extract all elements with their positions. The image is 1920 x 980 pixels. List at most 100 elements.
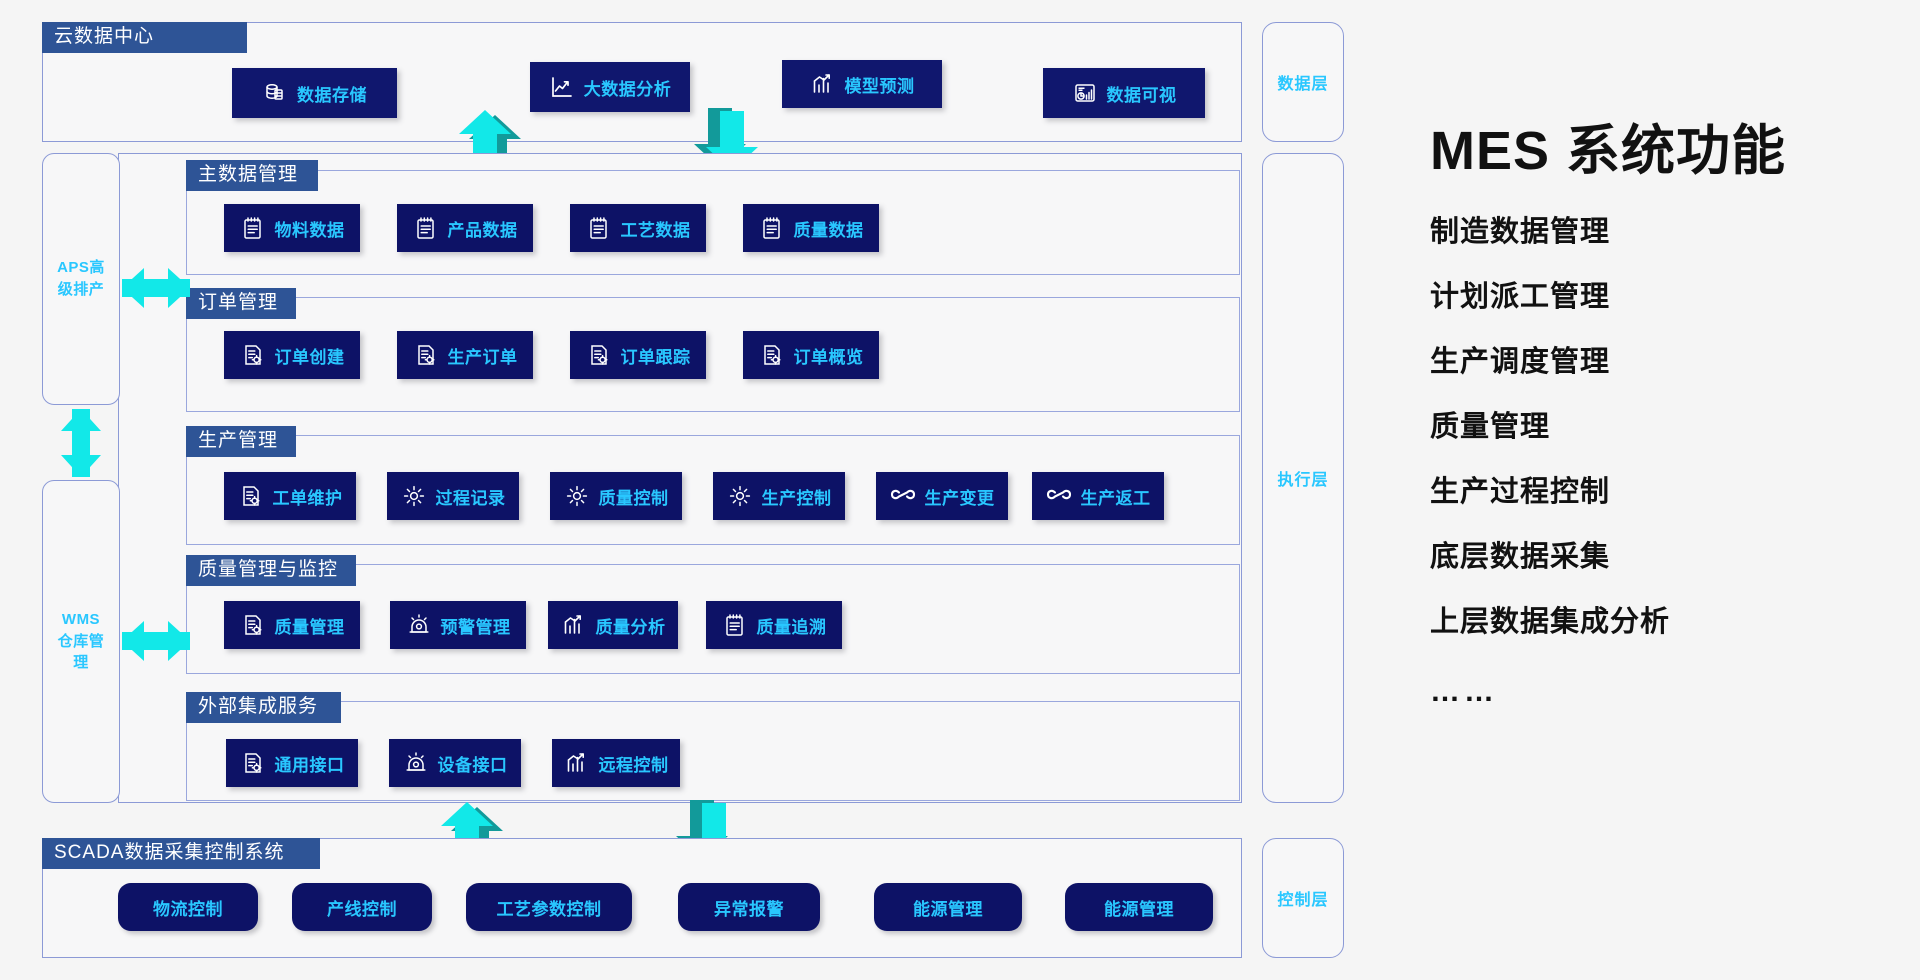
layer-label-execution: 执行层 [1262,153,1344,803]
chip-label: 工艺参数控制 [496,899,602,919]
feature-item: 计划派工管理 [1430,281,1611,314]
feature-item: 底层数据采集 [1430,541,1611,574]
chip-quality-control[interactable]: 质量控制 [550,472,682,520]
chip-label: 订单概览 [793,347,864,367]
side-module-label: APS高级排产 [57,259,105,298]
side-module-wms[interactable]: WMS仓库管理 [42,480,120,803]
chip-label: 生产订单 [447,347,518,367]
group-master-data [186,170,1240,275]
chip-remote-control[interactable]: 远程控制 [552,739,680,787]
group-title-external-integration: 外部集成服务 [186,692,341,723]
chip-label: 能源管理 [1104,899,1174,919]
dashboard-icon [1072,80,1098,106]
chip-label: 能源管理 [913,899,983,919]
chip-quality-management[interactable]: 质量管理 [224,601,360,649]
infinity-icon [1046,483,1072,509]
cloud-data-center-title: 云数据中心 [42,22,247,53]
chip-abnormal-alarm[interactable]: 异常报警 [678,883,820,931]
group-order-management [186,297,1240,412]
infinity-icon [890,483,916,509]
chip-label: 生产变更 [924,488,995,508]
feature-item: 制造数据管理 [1430,216,1611,249]
chip-model-prediction[interactable]: 模型预测 [782,60,942,108]
doc-gear-icon [586,342,612,368]
feature-list: 制造数据管理 计划派工管理 生产调度管理 质量管理 生产过程控制 底层数据采集 … [1430,218,1900,707]
scada-title: SCADA数据采集控制系统 [42,838,320,869]
chip-process-record[interactable]: 过程记录 [387,472,519,520]
chip-label: 质量数据 [793,220,864,240]
chip-label: 通用接口 [274,755,345,775]
chart-trend-icon [810,71,836,97]
feature-item: 生产调度管理 [1430,346,1611,379]
chip-process-data[interactable]: 工艺数据 [570,204,706,252]
gear-icon [727,483,753,509]
chip-big-data-analysis[interactable]: 大数据分析 [530,62,690,112]
arrow-up-cloud [455,108,525,175]
feature-item: 上层数据集成分析 [1430,606,1671,639]
alarm-icon [403,750,429,776]
feature-item-ellipsis: …… [1430,675,1498,709]
chip-production-order[interactable]: 生产订单 [397,331,533,379]
chip-quality-data[interactable]: 质量数据 [743,204,879,252]
feature-item: 生产过程控制 [1430,476,1611,509]
arrow-wms-to-mes [122,615,190,667]
feature-item: 质量管理 [1430,411,1551,444]
mes-feature-panel: MES 系统功能 制造数据管理 计划派工管理 生产调度管理 质量管理 生产过程控… [1430,120,1900,707]
layer-label-control: 控制层 [1262,838,1344,958]
chip-production-change[interactable]: 生产变更 [876,472,1008,520]
chip-label: 质量管理 [274,617,345,637]
doc-gear-icon [238,483,264,509]
chip-label: 数据可视 [1106,85,1177,105]
side-module-aps[interactable]: APS高级排产 [42,153,120,405]
chip-label: 模型预测 [844,76,915,96]
gear-icon [564,483,590,509]
database-icon [262,80,288,106]
group-title-production-management: 生产管理 [186,426,296,457]
arrow-aps-to-wms [54,409,108,477]
chip-label: 大数据分析 [583,79,672,99]
chip-material-data[interactable]: 物料数据 [224,204,360,252]
chip-order-overview[interactable]: 订单概览 [743,331,879,379]
chip-order-tracking[interactable]: 订单跟踪 [570,331,706,379]
chart-trend-icon [561,612,587,638]
chip-product-data[interactable]: 产品数据 [397,204,533,252]
clipboard-icon [240,215,266,241]
chip-label: 过程记录 [435,488,506,508]
chip-quality-analysis[interactable]: 质量分析 [548,601,678,649]
clipboard-icon [413,215,439,241]
chip-label: 远程控制 [598,755,669,775]
group-title-quality-monitoring: 质量管理与监控 [186,555,356,586]
chip-alarm-management[interactable]: 预警管理 [390,601,526,649]
chip-device-interface[interactable]: 设备接口 [389,739,521,787]
chip-label: 质量控制 [598,488,669,508]
chip-order-create[interactable]: 订单创建 [224,331,360,379]
chip-production-rework[interactable]: 生产返工 [1032,472,1164,520]
group-title-master-data: 主数据管理 [186,160,318,191]
chip-logistics-control[interactable]: 物流控制 [118,883,258,931]
chip-energy-management-1[interactable]: 能源管理 [874,883,1022,931]
chip-label: 订单创建 [274,347,345,367]
doc-gear-icon [413,342,439,368]
chip-label: 质量追溯 [756,617,827,637]
chip-workorder-maintenance[interactable]: 工单维护 [224,472,356,520]
gear-icon [401,483,427,509]
chip-production-control[interactable]: 生产控制 [713,472,845,520]
chip-data-visualization[interactable]: 数据可视 [1043,68,1205,118]
chip-label: 订单跟踪 [620,347,691,367]
chip-label: 质量分析 [595,617,666,637]
chip-process-parameter-control[interactable]: 工艺参数控制 [466,883,632,931]
clipboard-icon [586,215,612,241]
chip-quality-traceability[interactable]: 质量追溯 [706,601,842,649]
doc-gear-icon [759,342,785,368]
doc-gear-icon [240,612,266,638]
chart-line-icon [549,74,575,100]
chip-line-control[interactable]: 产线控制 [292,883,432,931]
chip-data-storage[interactable]: 数据存储 [232,68,397,118]
chip-label: 数据存储 [297,85,367,105]
chart-trend-icon [564,750,590,776]
chip-energy-management-2[interactable]: 能源管理 [1065,883,1213,931]
chip-label: 物流控制 [153,899,223,919]
doc-gear-icon [240,750,266,776]
chip-general-interface[interactable]: 通用接口 [226,739,358,787]
page-title: MES 系统功能 [1430,121,1787,181]
